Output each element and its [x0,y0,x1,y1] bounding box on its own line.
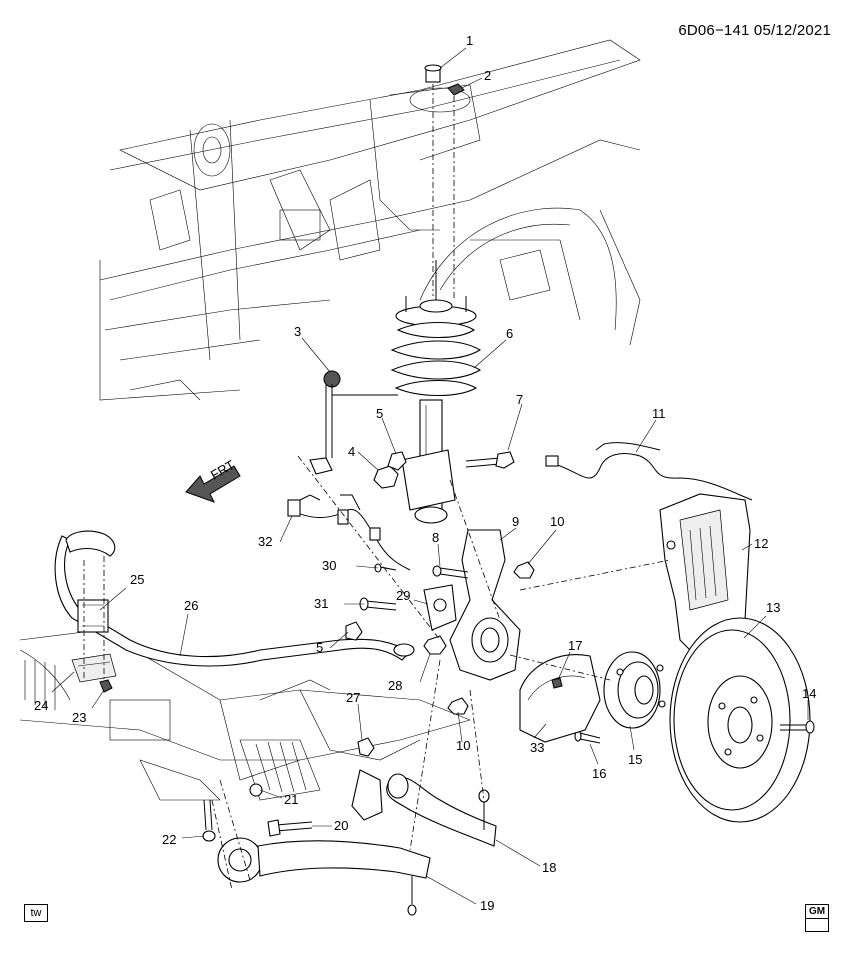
callout-9: 9 [512,514,519,529]
bolt-22 [202,799,216,842]
callout-5-lower: 5 [316,640,323,655]
callout-32: 32 [258,534,272,549]
nut-21 [249,783,263,797]
callout-22: 22 [162,832,176,847]
callout-10-upper: 10 [550,514,564,529]
callout-27: 27 [346,690,360,705]
callout-7: 7 [516,392,523,407]
tw-label: tw [24,904,48,922]
strut-mount-bolt [447,83,465,96]
callout-28: 28 [388,678,402,693]
callout-30: 30 [322,558,336,573]
diagram-reference: 6D06−141 05/12/2021 [678,22,831,39]
callout-5: 5 [376,406,383,421]
sensor-bolt-30 [374,563,397,573]
bracket-bolt-23 [99,679,113,693]
callout-6: 6 [506,326,513,341]
bolt-20 [267,819,313,837]
brake-rotor [669,617,811,823]
rotor-screw [780,720,815,734]
callout-17: 17 [568,638,582,653]
callout-11: 11 [652,406,666,421]
stabilizer-bushing [77,599,109,633]
stabilizer-bracket [71,653,117,683]
callout-1: 1 [466,33,473,48]
nut-10-lower [447,697,469,715]
nut-27 [357,737,375,757]
callout-20: 20 [334,818,348,833]
lower-control-arm [217,837,431,916]
stabilizer-bar [54,530,415,667]
callout-33: 33 [530,740,544,755]
callout-21: 21 [284,792,298,807]
hub-bolt [574,730,601,744]
callout-25: 25 [130,572,144,587]
callout-2: 2 [484,68,491,83]
callout-4: 4 [348,444,355,459]
gm-logo: GM [805,904,829,932]
callout-29: 29 [396,588,410,603]
stabilizer-link [309,370,398,475]
nut-5 [387,451,407,471]
callout-8: 8 [432,530,439,545]
strut-mount-nut [424,64,442,83]
nut-10-upper [513,561,535,579]
callout-16: 16 [592,766,606,781]
bolt-31 [359,597,397,611]
steering-rack-boot [351,769,383,821]
brake-splash-shield [519,654,601,743]
callout-12: 12 [754,536,768,551]
callout-14: 14 [802,686,816,701]
knuckle-bolt-8 [432,565,469,579]
tie-rod-arm [386,773,497,847]
strut-assembly [390,260,482,524]
callout-24: 24 [34,698,48,713]
assembly-lines [83,84,671,891]
brake-caliper [659,493,751,661]
vehicle-frame [99,39,641,401]
callout-numbers: 1 2 3 4 5 6 7 8 9 10 11 12 13 14 15 16 1… [34,33,816,913]
callout-15: 15 [628,752,642,767]
callout-13: 13 [766,600,780,615]
nut-28 [423,635,447,655]
callout-18: 18 [542,860,556,875]
steering-knuckle [423,529,521,681]
front-direction-arrow: FRT [185,457,241,503]
callout-19: 19 [480,898,494,913]
callout-10-lower: 10 [456,738,470,753]
leader-lines [51,47,809,905]
callout-3: 3 [294,324,301,339]
gm-logo-text: GM [808,906,826,917]
wheel-speed-harness-32 [287,494,411,571]
nut-5-lower [345,621,363,641]
gm-logo-underline [806,918,828,927]
wheel-speed-sensor-harness [545,442,753,501]
callout-26: 26 [184,598,198,613]
callout-23: 23 [72,710,86,725]
wheel-hub-bearing [603,651,666,729]
callout-31: 31 [314,596,328,611]
strut-bolt [465,451,515,469]
